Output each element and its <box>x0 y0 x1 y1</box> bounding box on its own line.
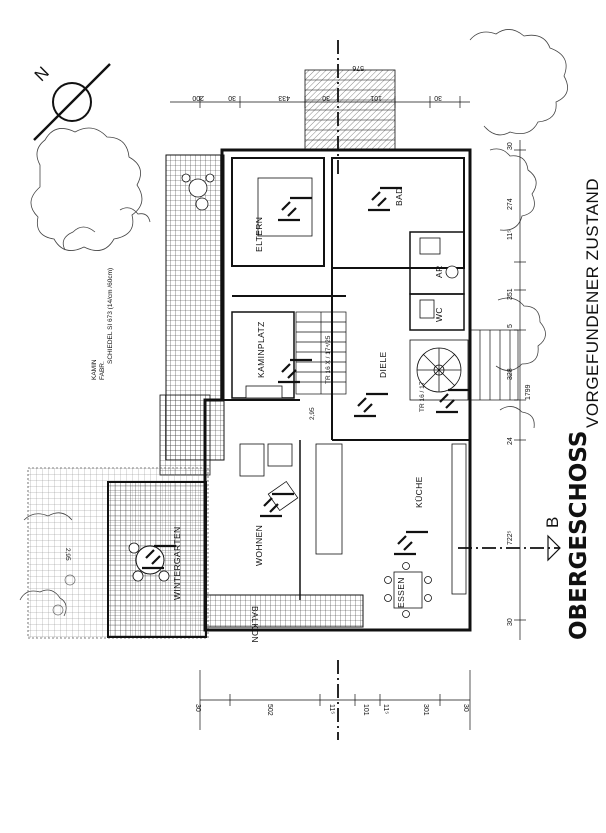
dim-bottom-3: 11⁵ <box>328 704 335 714</box>
room-label-wc: WC <box>434 307 444 322</box>
section-lines <box>337 40 560 740</box>
room-label-kaminplatz: KAMINPLATZ <box>256 321 266 378</box>
interior-stairs <box>295 311 347 395</box>
dim-right-6: 328 <box>507 368 514 380</box>
dim-right-3: 11⁵ <box>507 230 514 240</box>
drawing-title: OBERGESCHOSS <box>566 431 592 640</box>
room-label-bad: BAD <box>394 187 404 206</box>
north-label: N <box>31 63 53 85</box>
drawing-subtitle: VORGEFUNDENER ZUSTAND <box>583 178 602 428</box>
room-label-wintergarten: WINTERGARTEN <box>172 526 182 600</box>
wintergarten-area <box>27 467 209 639</box>
exterior-stairs-top <box>304 69 396 151</box>
dim-top-4: 30 <box>322 94 330 101</box>
terrace-grid <box>159 154 364 628</box>
north-arrow: N <box>31 63 111 141</box>
dim-right-7: 24 <box>507 437 514 445</box>
dim-top-2: 30 <box>228 94 236 101</box>
annotation-kamin: KAMIN <box>91 359 98 380</box>
room-label-essen: ESSEN <box>396 577 406 608</box>
annotation-stair-lower: TR 16 / 17 <box>419 381 426 412</box>
spiral-stairs <box>409 339 469 401</box>
dim-right-9: 30 <box>507 618 514 626</box>
room-label-kueche: KÜCHE <box>414 476 424 508</box>
room-label-eltern: ELTERN <box>254 217 264 252</box>
exterior-stairs-right <box>469 329 519 401</box>
annotation-kamin-spec: SCHIEDEL SI 673 (14/cm /60cm) <box>107 268 114 364</box>
dim-bottom-6: 301 <box>422 704 429 716</box>
room-label-wohnen: WOHNEN <box>254 525 264 566</box>
dim-top-5: 101 <box>370 94 382 101</box>
dim-right-4: 351 <box>507 288 514 300</box>
dim-bottom-5: 11⁵ <box>382 704 389 714</box>
building-walls <box>203 148 472 632</box>
section-marker-label: B <box>543 516 562 528</box>
dim-top-3: 433 <box>278 94 290 101</box>
dim-bottom-1: 30 <box>194 704 201 712</box>
furniture <box>181 173 467 618</box>
room-label-balkon: BALKON <box>250 606 260 643</box>
dim-bottom-2: 502 <box>266 704 273 716</box>
dim-right-2: 274 <box>507 198 514 210</box>
annotation-level-right: 2,95 <box>64 548 71 561</box>
room-label-ar: AR <box>434 265 444 278</box>
dim-top-6: 30 <box>434 94 442 101</box>
dim-right-1: 30 <box>507 142 514 150</box>
dim-right-total: 1799 <box>525 384 532 400</box>
dim-right-5: 5 <box>507 324 514 328</box>
annotation-level: 2,95 <box>309 407 316 420</box>
dim-bottom-4: 101 <box>362 704 369 716</box>
room-markers <box>142 186 470 570</box>
dim-bottom-7: 30 <box>462 704 469 712</box>
dim-top-stair: 576 <box>352 64 364 71</box>
annotation-fabr: FABR. <box>99 361 106 380</box>
dim-right-8: 722⁵ <box>507 530 514 545</box>
section-marker-triangle <box>547 534 561 562</box>
dimension-lines <box>170 96 526 730</box>
room-label-diele: DIELE <box>378 351 388 378</box>
dim-top-1: 200 <box>192 94 204 101</box>
annotation-stair-main: TR 16 X / 17⁴/25 <box>325 335 332 384</box>
